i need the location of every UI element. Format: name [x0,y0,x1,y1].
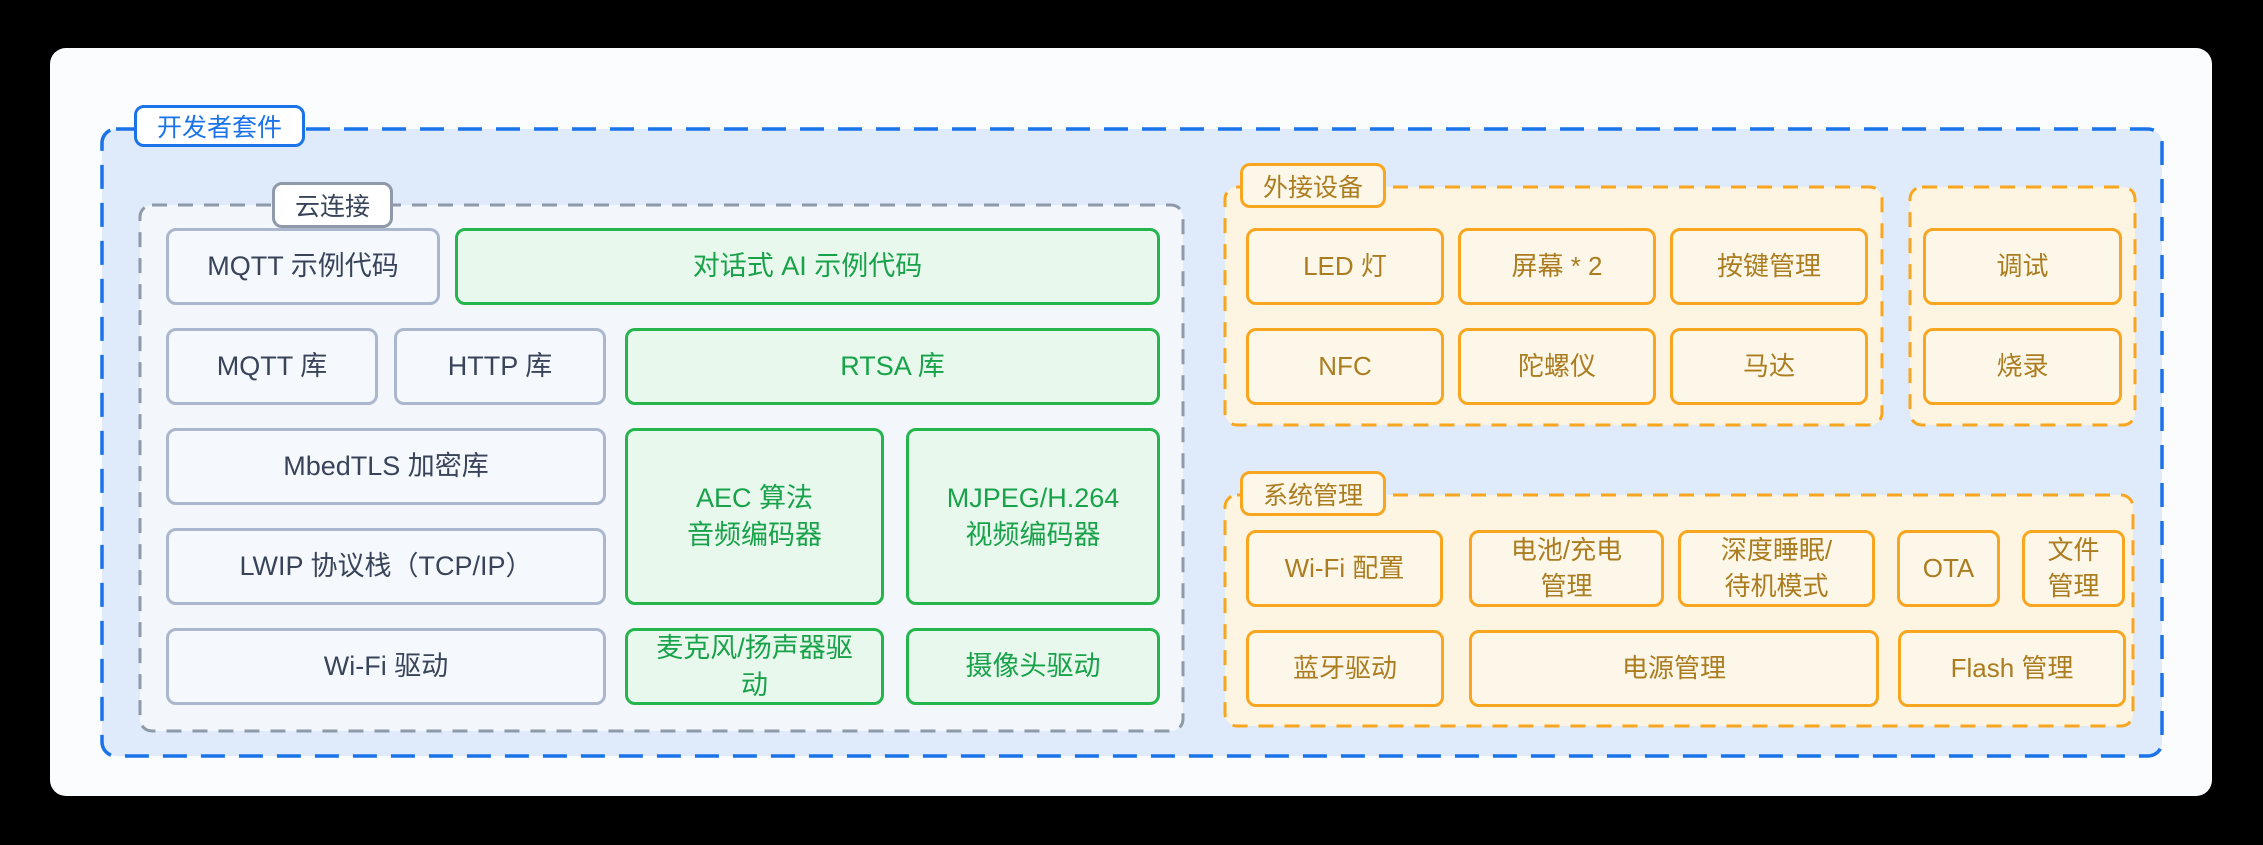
system-mgmt-label: 系统管理 [1240,471,1387,516]
box-flash-mgmt: Flash 管理 [1898,630,2126,707]
developer-kit-label: 开发者套件 [134,105,306,147]
box-file-mgmt: 文件 管理 [2022,530,2125,607]
peripherals-label: 外接设备 [1240,163,1387,208]
cloud-connect-label: 云连接 [272,182,394,228]
box-motor: 马达 [1670,328,1868,405]
box-mqtt-example-code: MQTT 示例代码 [166,228,440,305]
box-http-lib: HTTP 库 [394,328,606,405]
box-power-mgmt: 电源管理 [1469,630,1879,707]
box-deep-sleep-standby: 深度睡眠/ 待机模式 [1678,530,1875,607]
box-gyroscope: 陀螺仪 [1458,328,1656,405]
box-debug: 调试 [1923,228,2122,305]
box-wifi-driver: Wi-Fi 驱动 [166,628,606,705]
box-button-mgmt: 按键管理 [1670,228,1868,305]
box-flash-burn: 烧录 [1923,328,2122,405]
box-led: LED 灯 [1246,228,1444,305]
box-rtsa-lib: RTSA 库 [625,328,1160,405]
box-mqtt-lib: MQTT 库 [166,328,378,405]
box-conversational-ai-example-code: 对话式 AI 示例代码 [455,228,1160,305]
box-screen-x2: 屏幕 * 2 [1458,228,1656,305]
box-mic-speaker-driver: 麦克风/扬声器驱 动 [625,628,884,705]
box-lwip-stack: LWIP 协议栈（TCP/IP） [166,528,606,605]
box-battery-charging-mgmt: 电池/充电 管理 [1469,530,1664,607]
box-nfc: NFC [1246,328,1444,405]
box-aec-audio-codec: AEC 算法 音频编码器 [625,428,884,605]
box-wifi-config: Wi-Fi 配置 [1246,530,1443,607]
box-mjpeg-h264-video-codec: MJPEG/H.264 视频编码器 [906,428,1160,605]
box-mbedtls-crypto-lib: MbedTLS 加密库 [166,428,606,505]
box-camera-driver: 摄像头驱动 [906,628,1160,705]
box-ota: OTA [1897,530,2000,607]
box-bluetooth-driver: 蓝牙驱动 [1246,630,1444,707]
